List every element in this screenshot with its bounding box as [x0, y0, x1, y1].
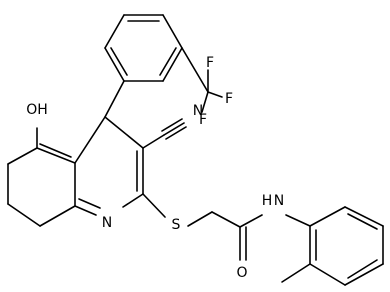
trifluoromethylphenyl-ring	[104, 14, 183, 82]
dihydropyridine-ring	[74, 80, 144, 216]
carbonyl-oxygen-label: O	[236, 265, 247, 281]
amide-hydrogen-label: H	[262, 193, 273, 209]
amide-nitrogen-label: N	[274, 193, 284, 209]
tolyl-ring	[281, 206, 384, 286]
ring-nitrogen-label: N	[102, 215, 112, 231]
fluorine-label-bottom: F	[199, 112, 207, 128]
cyclohexene-ring	[7, 127, 76, 227]
sulfur-label: S	[172, 217, 181, 233]
hydroxyl-label: OH	[26, 102, 48, 118]
nitrile-nitrogen-label: N	[193, 103, 203, 119]
cyano-group	[142, 118, 187, 149]
fluorine-label-top: F	[206, 55, 214, 71]
trifluoromethyl-group	[181, 47, 223, 113]
thioacetamide-chain	[142, 193, 311, 261]
fluorine-label-right: F	[225, 91, 233, 107]
